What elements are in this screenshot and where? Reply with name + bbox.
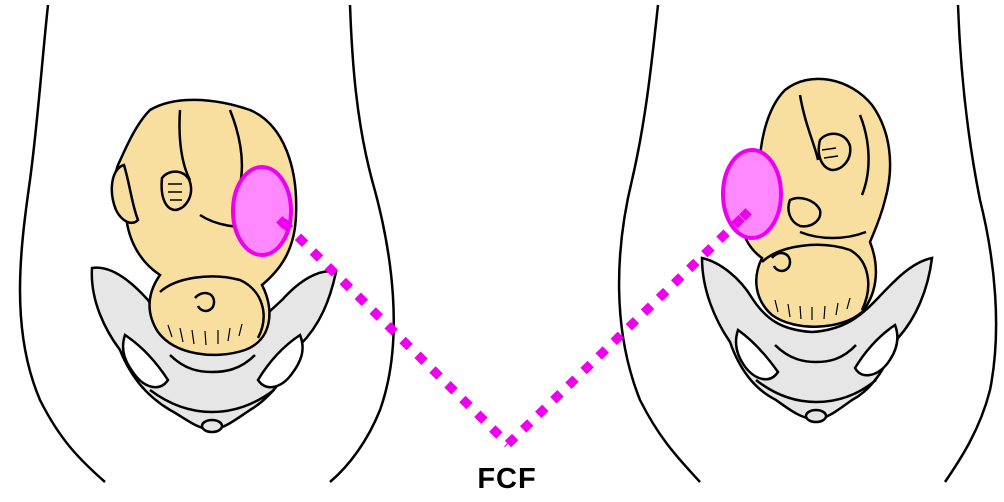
left-connector-line bbox=[283, 222, 508, 444]
left-panel bbox=[20, 5, 394, 482]
right-abdomen-outline bbox=[619, 5, 700, 482]
right-abdomen-outline-right bbox=[945, 5, 996, 482]
right-panel bbox=[619, 5, 996, 482]
left-fcf-marker bbox=[233, 167, 291, 255]
left-abdomen-outline bbox=[20, 5, 105, 482]
right-connector-line bbox=[508, 214, 746, 444]
left-abdomen-outline-right bbox=[330, 5, 394, 482]
fcf-label: FCF bbox=[462, 462, 552, 496]
right-fcf-marker bbox=[723, 150, 781, 238]
